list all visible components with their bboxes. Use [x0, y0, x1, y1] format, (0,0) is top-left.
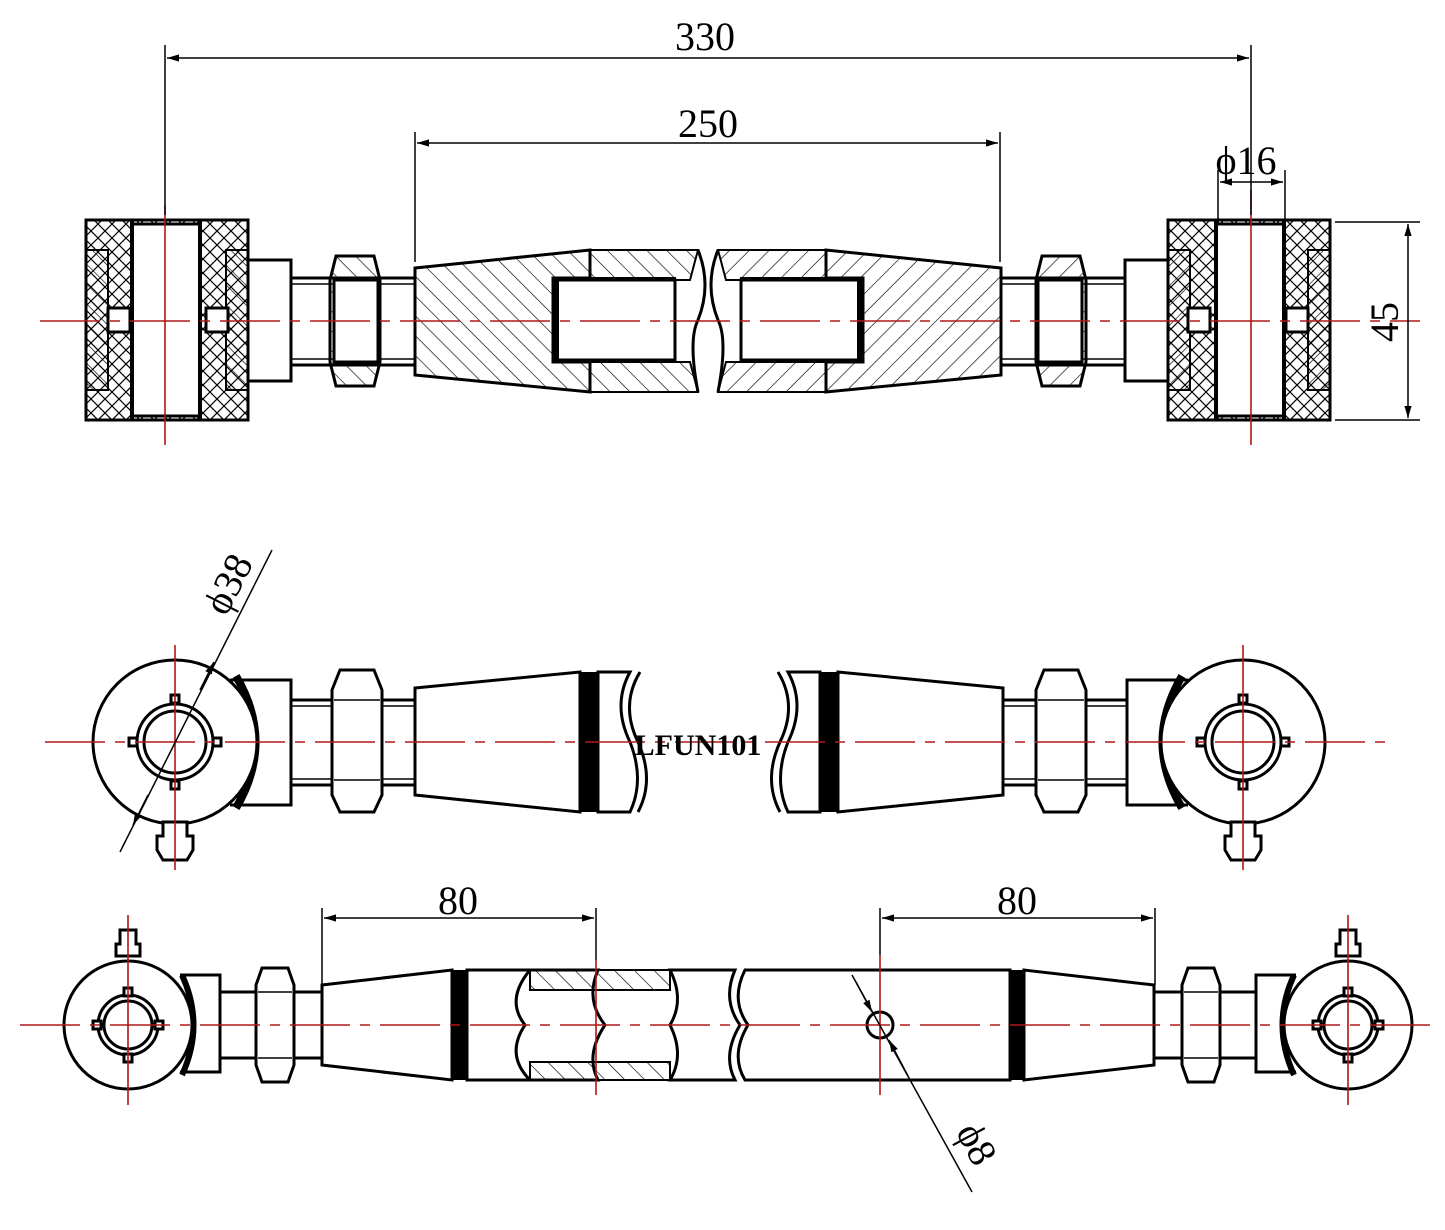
dimension-80-left: 80: [321, 878, 597, 985]
top-section-view: [40, 190, 1420, 445]
dimension-250: 250: [414, 101, 1001, 262]
body-length-label: 250: [678, 101, 738, 146]
dimension-phi16: ϕ16: [1215, 138, 1286, 222]
dimension-45: 45: [1335, 221, 1420, 421]
overall-length-label: 330: [675, 14, 735, 59]
bottom-view: [20, 915, 1440, 1105]
eye-width-label: 45: [1362, 302, 1407, 342]
eye-diameter-label: ϕ38: [194, 546, 262, 621]
part-number-label: LFUN101: [635, 729, 762, 762]
bore-diameter-label: ϕ16: [1215, 138, 1276, 183]
dimension-80-right: 80: [879, 878, 1156, 985]
dimension-330: 330: [164, 14, 1252, 215]
thread-left-label: 80: [438, 878, 478, 923]
side-view: LFUN101: [45, 645, 1390, 870]
thread-right-label: 80: [997, 878, 1037, 923]
